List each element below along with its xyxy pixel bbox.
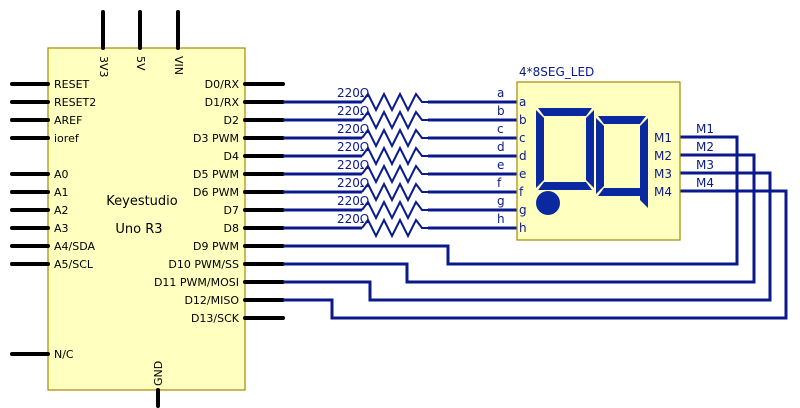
seven-segment-display: 4*8SEG_LED a b c d e f g h M1 M2 M3 M4	[516, 65, 681, 241]
display-pin-f: f	[519, 185, 524, 199]
wire-label-c: c	[497, 122, 504, 136]
arduino-board: Keyestudio Uno R3 3V3 5V VIN GND RESET R…	[10, 10, 285, 408]
pin-d9-label: D9 PWM	[193, 240, 239, 253]
wire-label-m2: M2	[696, 140, 714, 154]
pin-d10-label: D10 PWM/SS	[168, 258, 239, 271]
wire-label-b: b	[497, 104, 505, 118]
segment-wires	[283, 100, 517, 230]
pin-d6-label: D6 PWM	[193, 186, 239, 199]
pin-d1-label: D1/RX	[205, 96, 240, 109]
display-title: 4*8SEG_LED	[519, 65, 594, 79]
digit2-seg-d	[598, 188, 640, 196]
digit-wires: M1 M2 M3 M4	[283, 122, 788, 320]
display-pin-m1: M1	[654, 131, 672, 145]
pin-5v-label: 5V	[134, 56, 147, 71]
display-pin-h: h	[519, 221, 527, 235]
pin-d7-label: D7	[224, 204, 239, 217]
pin-a3-label: A3	[54, 222, 69, 235]
pin-a5-label: A5/SCL	[54, 258, 94, 271]
resistor-1-label: 220Ω	[337, 86, 369, 100]
resistor-4-label: 220Ω	[337, 140, 369, 154]
wire-d10-m2	[283, 153, 756, 284]
resistor-2-label: 220Ω	[337, 104, 369, 118]
pin-d3-label: D3 PWM	[193, 132, 239, 145]
top-pins: 3V3 5V VIN	[97, 10, 185, 78]
display-pin-m2: M2	[654, 149, 672, 163]
resistor-4	[361, 145, 428, 167]
pin-ioref-label: ioref	[54, 132, 80, 145]
pin-d13-label: D13/SCK	[191, 312, 240, 325]
digit2-seg-a	[598, 116, 646, 124]
display-pin-d: d	[519, 149, 527, 163]
resistor-3-label: 220Ω	[337, 122, 369, 136]
resistors: 220Ω 220Ω 220Ω 220Ω 220Ω 220Ω 220Ω 220Ω …	[337, 86, 505, 239]
wire-d11-m3	[283, 171, 772, 302]
resistor-7-label: 220Ω	[337, 194, 369, 208]
pin-d4-label: D4	[224, 150, 239, 163]
bottom-pins: GND	[152, 361, 165, 408]
wire-d12-m4	[283, 189, 788, 320]
digit2-seg-b	[640, 118, 648, 208]
pin-gnd-label: GND	[152, 361, 165, 386]
resistor-6-label: 220Ω	[337, 176, 369, 190]
digit1-seg-b	[586, 110, 594, 188]
display-pin-a: a	[519, 95, 526, 109]
pin-3v3-label: 3V3	[97, 56, 110, 78]
resistor-1	[361, 91, 428, 113]
left-pins: RESET RESET2 AREF ioref A0 A1 A2 A3 A4/S…	[10, 78, 96, 361]
display-pin-e: e	[519, 167, 526, 181]
digit1-seg-a	[538, 108, 592, 116]
display-pin-m3: M3	[654, 167, 672, 181]
pin-d8-label: D8	[224, 222, 239, 235]
decimal-point	[536, 191, 560, 215]
wire-label-m3: M3	[696, 158, 714, 172]
pin-a4-label: A4/SDA	[54, 240, 95, 253]
wire-d9-m1	[283, 135, 739, 266]
wire-label-h: h	[497, 212, 505, 226]
pin-aref-label: AREF	[54, 114, 82, 127]
pin-d12-label: D12/MISO	[184, 294, 239, 307]
wire-label-m1: M1	[696, 122, 714, 136]
wire-label-f: f	[497, 176, 502, 190]
resistor-2	[361, 109, 428, 131]
digit1-seg-f	[536, 110, 544, 188]
resistor-6	[361, 181, 428, 203]
digit2-seg-f	[596, 118, 604, 194]
display-pin-b: b	[519, 113, 527, 127]
board-name: Keyestudio	[106, 194, 178, 209]
board-body	[47, 47, 246, 391]
resistor-5-label: 220Ω	[337, 158, 369, 172]
right-pins: D0/RX D1/RX D2 D3 PWM D4 D5 PWM D6 PWM D…	[154, 78, 285, 325]
pin-a2-label: A2	[54, 204, 69, 217]
resistor-8	[361, 217, 428, 239]
wire-label-d: d	[497, 140, 505, 154]
pin-d5-label: D5 PWM	[193, 168, 239, 181]
display-pin-m4: M4	[654, 185, 672, 199]
wire-label-a: a	[497, 86, 504, 100]
pin-d11-label: D11 PWM/MOSI	[154, 276, 239, 289]
pin-reset2-label: RESET2	[54, 96, 96, 109]
pin-a1-label: A1	[54, 186, 69, 199]
resistor-8-label: 220Ω	[337, 212, 369, 226]
resistor-5	[361, 163, 428, 185]
display-pin-g: g	[519, 203, 527, 217]
resistor-7	[361, 199, 428, 221]
digit1-seg-d	[538, 182, 592, 190]
pin-vin-label: VIN	[172, 56, 185, 75]
pin-a0-label: A0	[54, 168, 69, 181]
pin-d2-label: D2	[224, 114, 239, 127]
resistor-3	[361, 127, 428, 149]
pin-nc-label: N/C	[54, 348, 74, 361]
pin-d0-label: D0/RX	[205, 78, 240, 91]
wire-label-m4: M4	[696, 176, 714, 190]
wire-label-e: e	[497, 158, 504, 172]
display-pin-c: c	[519, 131, 526, 145]
board-model: Uno R3	[115, 222, 162, 237]
pin-reset-label: RESET	[54, 78, 90, 91]
wire-label-g: g	[497, 194, 505, 208]
